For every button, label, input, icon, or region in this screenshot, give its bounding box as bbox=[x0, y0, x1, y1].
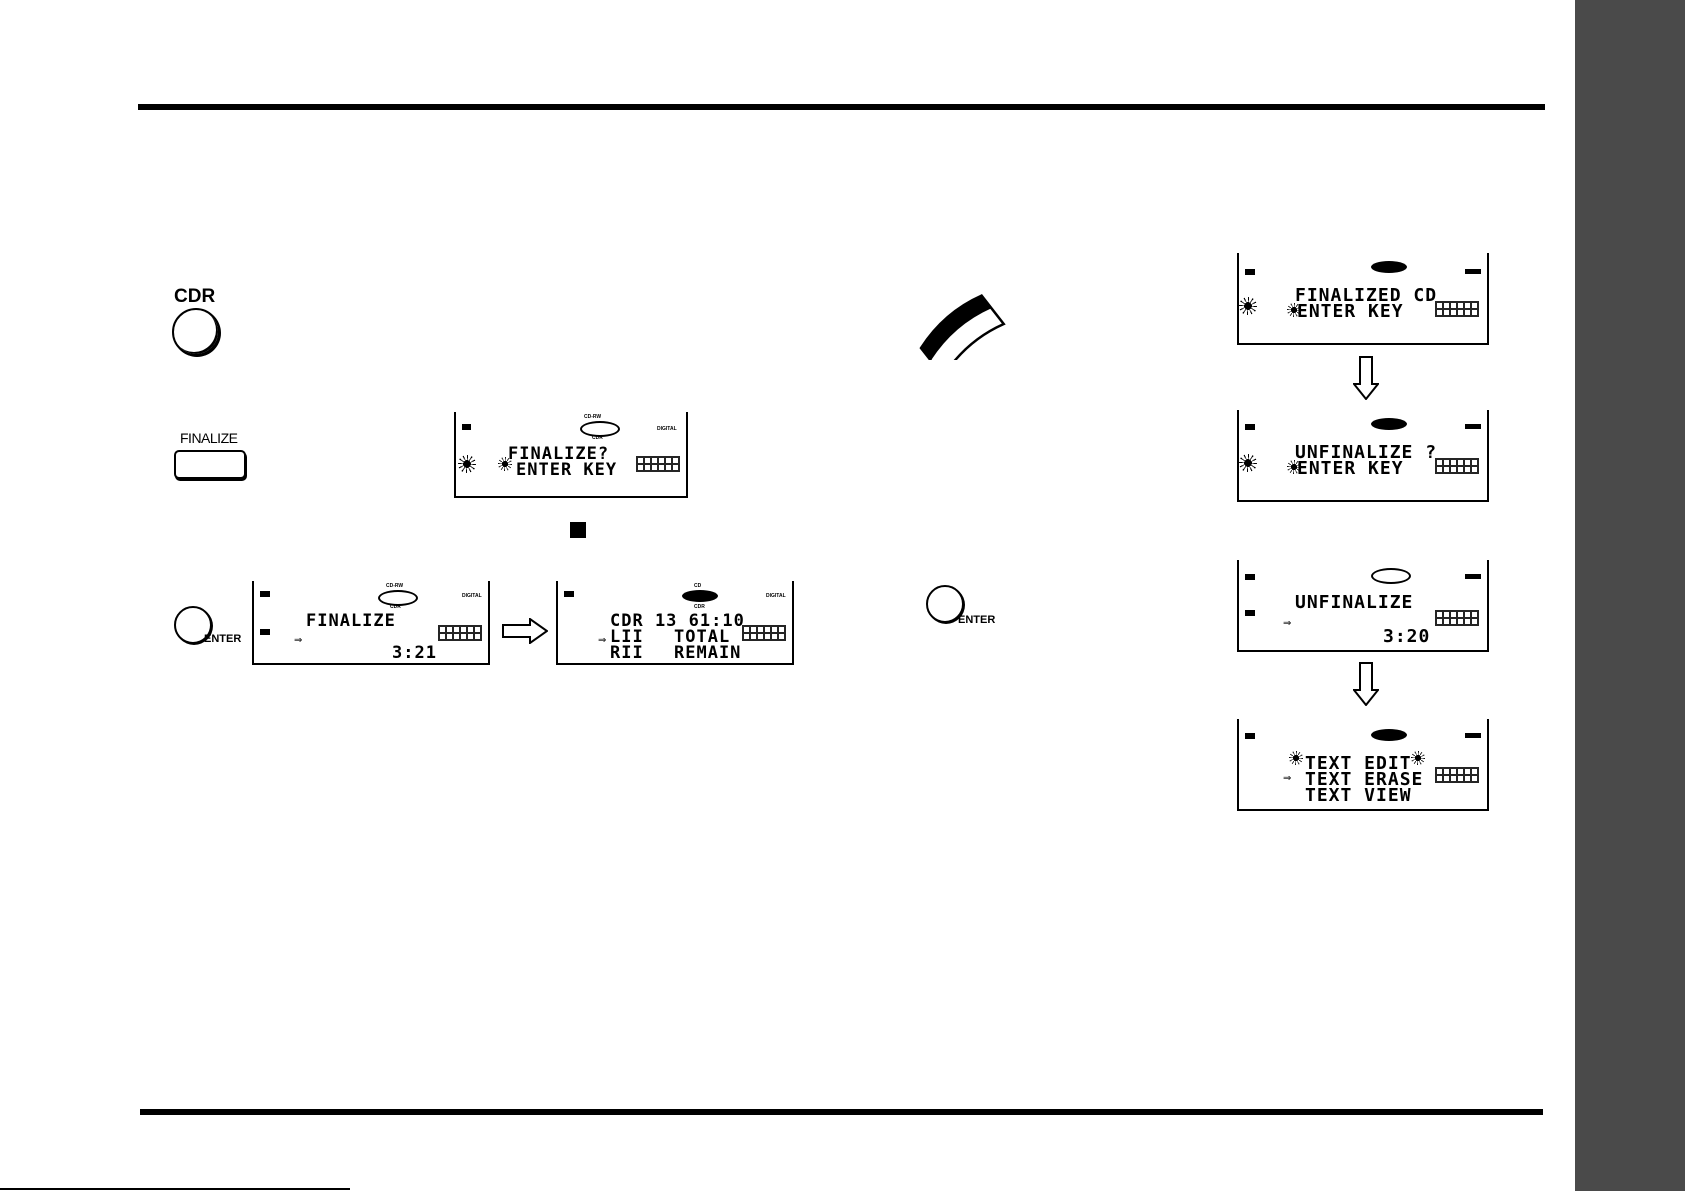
disc-icon bbox=[1371, 568, 1411, 584]
play-arrow-icon: ⇒ bbox=[1283, 618, 1291, 629]
track-grid bbox=[742, 625, 786, 641]
indicator-block bbox=[260, 629, 270, 635]
disc-icon bbox=[1371, 729, 1407, 741]
cursor-blink-icon bbox=[1411, 751, 1425, 765]
disc-sub-label: CDR bbox=[390, 604, 401, 610]
top-rule bbox=[138, 104, 1545, 110]
cdr-button[interactable] bbox=[172, 308, 220, 356]
digital-label: DIGITAL bbox=[462, 593, 482, 599]
display-unfinalize-prompt: UNFINALIZE ? ENTER KEY bbox=[1237, 410, 1489, 502]
track-grid bbox=[1435, 767, 1479, 783]
digital-indicator bbox=[1465, 733, 1481, 738]
footer-rule bbox=[0, 1188, 350, 1190]
play-arrow-icon: ⇒ bbox=[294, 635, 302, 646]
cursor-blink-icon bbox=[1289, 751, 1303, 765]
indicator-block bbox=[260, 591, 270, 597]
down-arrow-icon bbox=[1353, 356, 1379, 400]
display-finalized-info: CD CDR DIGITAL CDR 13 61:10 ⇒ LII TOTAL … bbox=[556, 581, 794, 665]
stop-icon bbox=[570, 522, 586, 538]
menu-item-text-view: TEXT VIEW bbox=[1305, 785, 1412, 806]
blink-indicator-icon bbox=[1239, 454, 1257, 472]
track-grid bbox=[1435, 610, 1479, 626]
disc-type-label: CD-RW bbox=[584, 414, 601, 420]
display-line-1: UNFINALIZE bbox=[1295, 592, 1413, 613]
right-arrow-icon bbox=[502, 618, 548, 644]
display-line-2: ENTER KEY bbox=[1297, 458, 1404, 479]
display-time: 3:20 bbox=[1383, 626, 1430, 647]
track-grid bbox=[438, 625, 482, 641]
finalize-button-label: FINALIZE bbox=[180, 430, 237, 446]
display-line-3b: REMAIN bbox=[674, 643, 741, 663]
indicator-block bbox=[1245, 610, 1255, 616]
disc-sub-label: CDR bbox=[592, 435, 603, 441]
display-finalized-cd: FINALIZED CD ENTER KEY bbox=[1237, 253, 1489, 345]
cdr-button-label: CDR bbox=[174, 286, 215, 308]
play-arrow-icon: ⇒ bbox=[598, 635, 606, 646]
blink-indicator-icon bbox=[458, 455, 476, 473]
disc-icon bbox=[1371, 418, 1407, 430]
display-time: 3:21 bbox=[392, 643, 437, 663]
indicator-block bbox=[1245, 733, 1255, 739]
disc-type-label: CD-RW bbox=[386, 583, 403, 589]
indicator-block bbox=[1245, 269, 1255, 275]
digital-indicator bbox=[1465, 574, 1481, 579]
display-finalizing: CD-RW CDR DIGITAL FINALIZE ⇒ 3:21 bbox=[252, 581, 490, 665]
down-arrow-icon bbox=[1353, 662, 1379, 706]
display-text-menu: TEXT EDIT TEXT ERASE TEXT VIEW ⇒ bbox=[1237, 719, 1489, 811]
digital-label: DIGITAL bbox=[766, 593, 786, 599]
blink-indicator-icon bbox=[1239, 297, 1257, 315]
display-line-1: FINALIZE bbox=[306, 611, 396, 631]
display-finalize-prompt: CD-RW CDR DIGITAL FINALIZE? ENTER KEY bbox=[454, 412, 688, 498]
text-edit-button[interactable]: TEXT EDIT bbox=[915, 270, 1019, 322]
finalize-button[interactable] bbox=[174, 450, 246, 479]
display-line-3a: RII bbox=[610, 643, 644, 663]
track-grid bbox=[1435, 301, 1479, 317]
display-unfinalizing: UNFINALIZE ⇒ 3:20 bbox=[1237, 560, 1489, 652]
digital-indicator bbox=[1465, 269, 1481, 274]
chapter-side-tab bbox=[1575, 0, 1685, 1191]
play-arrow-icon: ⇒ bbox=[1283, 773, 1291, 784]
display-line-2: ENTER KEY bbox=[1297, 301, 1404, 322]
indicator-block bbox=[1245, 424, 1255, 430]
enter-button-right-label: ENTER bbox=[958, 614, 995, 626]
track-grid bbox=[1435, 458, 1479, 474]
track-grid bbox=[636, 456, 680, 472]
disc-type-label: CD bbox=[694, 583, 701, 589]
indicator-block bbox=[564, 591, 574, 597]
disc-icon bbox=[1371, 261, 1407, 273]
digital-label: DIGITAL bbox=[657, 426, 677, 432]
display-line-2: ENTER KEY bbox=[516, 460, 617, 480]
indicator-block bbox=[1245, 574, 1255, 580]
indicator-block bbox=[462, 424, 471, 430]
enter-button-label: ENTER bbox=[204, 633, 241, 645]
bottom-rule bbox=[140, 1109, 1543, 1115]
disc-sub-label: CDR bbox=[694, 604, 705, 610]
digital-indicator bbox=[1465, 424, 1481, 429]
disc-icon bbox=[682, 590, 718, 602]
